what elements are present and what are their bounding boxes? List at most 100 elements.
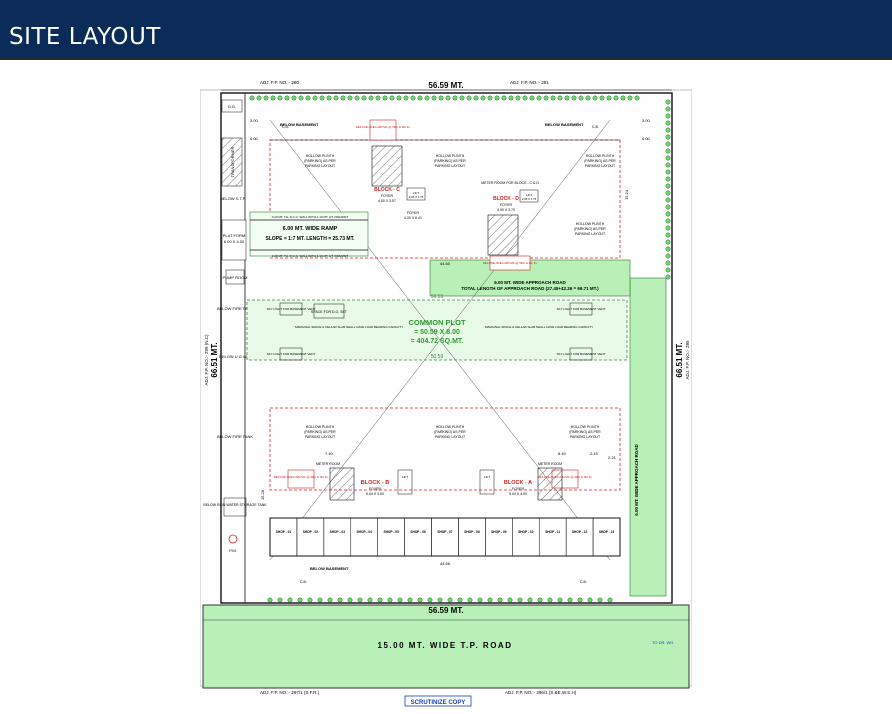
tree-icon (480, 95, 486, 101)
header-bar (0, 0, 892, 58)
block-a-stair (537, 467, 563, 501)
common-plot (246, 299, 628, 361)
tree-icon (543, 95, 549, 101)
tree-icon (249, 95, 255, 101)
sky-light-2 (279, 347, 303, 361)
block-c-lift-label: LIFT (413, 191, 419, 195)
tree-icon (477, 597, 483, 603)
hp-top-4: HOLLOW PLINTH (576, 222, 605, 226)
tree-icon (665, 274, 671, 280)
approach-road-label: 6.00 MT. WIDE APPROACH ROAD (494, 280, 566, 285)
hp-top-4-layout: PARKING LAYOUT (575, 232, 606, 236)
block-d-foyer-dim: 4.00 X 3.70 (497, 208, 515, 212)
block-c-stair (371, 145, 403, 187)
tree-icon (620, 95, 626, 101)
plat-form-box (221, 219, 247, 261)
tree-icon (665, 211, 671, 217)
tree-icon (277, 95, 283, 101)
tree-icon (592, 95, 598, 101)
tree-icon (529, 95, 535, 101)
tree-icon (606, 95, 612, 101)
block-b-foyer: FOYER (369, 487, 382, 491)
side-foyer-dim: 4.00 X 6.41 (404, 216, 422, 220)
tree-icon (287, 597, 293, 603)
tree-icon (665, 134, 671, 140)
refuse-area-mid (489, 255, 531, 271)
tree-icon (665, 162, 671, 168)
hp-top-1-layout: PARKING LAYOUT (305, 164, 336, 168)
hp-bot-2-layout: PARKING LAYOUT (435, 435, 466, 439)
tp-road (202, 604, 690, 689)
tree-icon (497, 597, 503, 603)
block-b-stair (329, 467, 355, 501)
dim-600-top: 6.00 (250, 136, 259, 141)
tree-icon (297, 597, 303, 603)
tree-icon (507, 597, 513, 603)
meter-room-a: METER ROOM (538, 462, 562, 466)
shop-row (269, 517, 621, 557)
hp-top-2-layout: PARKING LAYOUT (435, 164, 466, 168)
shop-label: SHOP - 09 (491, 530, 507, 534)
tree-icon (427, 597, 433, 603)
sky-light-1-label: SKY LIGHT FOR BASEMENT VENT (267, 307, 316, 311)
plat-form-dim: 6.00 X 4.00 (224, 239, 245, 244)
tree-icon (431, 95, 437, 101)
dim-300-top: 3.00 (250, 118, 259, 123)
tree-icon (389, 95, 395, 101)
refuse-area-top-label: REFUSE AREA ABOVE @ 58m & 9th FL (356, 125, 411, 129)
dg-set-label: SPACE FOR D.G. SET (311, 310, 348, 314)
hp-top-4-parking: (PARKING) AS PER (574, 227, 606, 231)
tree-icon (665, 253, 671, 259)
tree-icon (452, 95, 458, 101)
dim-740: 7.40 (325, 451, 334, 456)
shop-label: SHOP - 06 (410, 530, 426, 534)
tree-icon (457, 597, 463, 603)
cb-top-left: C.B. (282, 125, 289, 129)
common-plot-length: 50.59 (431, 294, 444, 300)
tree-icon (607, 597, 613, 603)
dim-1528: 15.28 (260, 489, 265, 500)
tree-icon (326, 95, 332, 101)
hp-top-1: HOLLOW PLINTH (306, 154, 335, 158)
tree-icon (665, 99, 671, 105)
adj-top-left: ADJ. F.P. NO.:- 280 (260, 80, 299, 85)
adj-bottom-right: ADJ. F.P. NO.:- 296/1 (S.&E.W.S.H) (505, 690, 577, 695)
tree-icon (424, 95, 430, 101)
tree-icon (447, 597, 453, 603)
refuse-area-a-label: REFUSE AREA ABOVE @ 58m & 9th FL (538, 475, 593, 479)
common-plot-dims: = 50.59 X 8.00 (414, 329, 460, 336)
sky-light-4 (569, 347, 593, 361)
tree-icon (487, 597, 493, 603)
bottom-dimension: 56.59 MT. (428, 606, 463, 615)
tree-icon (665, 183, 671, 189)
rain-water-tank (223, 497, 247, 517)
scrutinize-stamp (404, 695, 472, 707)
tree-icon (665, 239, 671, 245)
meter-room-b: METER ROOM (316, 462, 340, 466)
hp-top-3-layout: PARKING LAYOUT (585, 164, 616, 168)
below-stp-label: BELOW S.T.P. (220, 196, 246, 201)
sky-light-2-label: SKY LIGHT FOR BASEMENT VENT (267, 352, 316, 356)
dim-1524: 15.24 (624, 189, 629, 200)
below-basement-bottom: BELOW BASEMENT (310, 566, 349, 571)
cb-bottom-left: C.B. (300, 580, 307, 584)
hp-top-1-parking: (PARKING) AS PER (304, 159, 336, 163)
tree-icon (665, 218, 671, 224)
tree-icon (537, 597, 543, 603)
below-ugwt-label: BELOW U.G.W.T. (219, 354, 251, 359)
adj-right: ADJ. F.P. NO.:- 285 (685, 340, 690, 379)
block-b-foyer-dim: 5.04 X 4.00 (366, 492, 384, 496)
tree-icon (284, 95, 290, 101)
tree-icon (665, 197, 671, 203)
refuse-area-b-label: REFUSE AREA ABOVE @ 58m & 9th FL (274, 475, 329, 479)
tree-icon (307, 597, 313, 603)
tree-icon (396, 95, 402, 101)
tree-icon (665, 127, 671, 133)
tree-icon (438, 95, 444, 101)
tree-icon (585, 95, 591, 101)
block-a-lift (479, 469, 495, 495)
hp-bot-1-layout: PARKING LAYOUT (305, 435, 336, 439)
tree-icon (361, 95, 367, 101)
tree-icon (319, 95, 325, 101)
